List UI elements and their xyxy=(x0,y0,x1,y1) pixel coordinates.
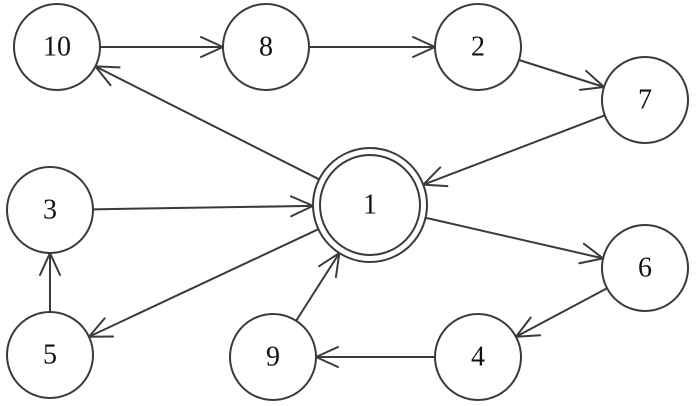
edge-2-to-7 xyxy=(518,59,606,91)
edge-5-to-3 xyxy=(39,252,61,312)
node-circle xyxy=(434,3,522,91)
edge-9-to-1 xyxy=(295,252,341,322)
node-1: 1 xyxy=(312,147,428,263)
node-label: 6 xyxy=(638,253,652,284)
node-9: 9 xyxy=(229,313,317,401)
node-10: 10 xyxy=(13,3,101,91)
node-circle xyxy=(222,3,310,91)
node-label: 4 xyxy=(471,342,485,373)
node-circle xyxy=(601,224,689,312)
node-label: 9 xyxy=(266,342,280,373)
edge-10-to-8 xyxy=(100,36,224,58)
node-label: 10 xyxy=(43,32,71,63)
node-circle xyxy=(6,166,94,254)
node-inner-ring xyxy=(319,154,421,256)
node-label: 1 xyxy=(363,190,377,221)
nodes-layer: 1 2 3 4 5 6 7 8 9 10 xyxy=(6,3,689,401)
edge-4-to-9 xyxy=(315,346,435,368)
node-6: 6 xyxy=(601,224,689,312)
node-4: 4 xyxy=(434,313,522,401)
node-circle xyxy=(229,313,317,401)
node-label: 3 xyxy=(43,195,57,226)
node-label: 2 xyxy=(471,32,485,63)
node-label: 7 xyxy=(638,85,652,116)
edge-line xyxy=(94,65,320,181)
edge-line xyxy=(518,59,605,88)
edge-6-to-4 xyxy=(514,287,608,338)
edge-8-to-2 xyxy=(309,36,436,58)
node-circle xyxy=(601,56,689,144)
node-outer-ring xyxy=(312,147,428,263)
edge-line xyxy=(422,114,606,186)
edge-1-to-6 xyxy=(425,216,605,265)
edge-line xyxy=(425,216,604,260)
edge-line xyxy=(295,252,341,322)
node-label: 8 xyxy=(259,32,273,63)
node-2: 2 xyxy=(434,3,522,91)
node-3: 3 xyxy=(6,166,94,254)
node-8: 8 xyxy=(222,3,310,91)
edge-line xyxy=(515,287,608,338)
edge-line xyxy=(88,228,319,338)
node-5: 5 xyxy=(6,311,94,399)
edge-3-to-1 xyxy=(92,195,315,218)
node-circle xyxy=(13,3,101,91)
edge-line xyxy=(92,204,314,211)
edge-7-to-1 xyxy=(422,114,606,188)
node-7: 7 xyxy=(601,56,689,144)
node-label: 5 xyxy=(43,340,57,371)
node-circle xyxy=(434,313,522,401)
node-circle xyxy=(6,311,94,399)
